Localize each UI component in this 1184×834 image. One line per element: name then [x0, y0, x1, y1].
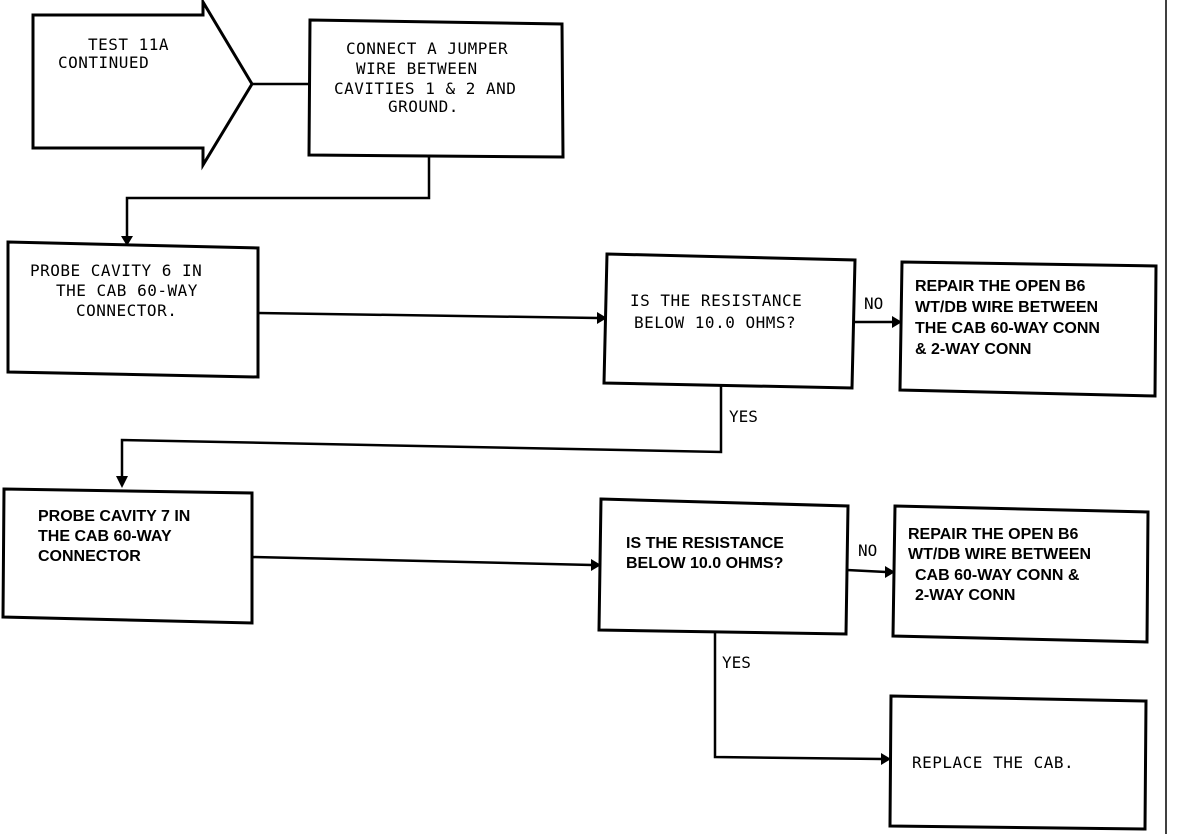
- decision2-box: [597, 497, 850, 636]
- replace-line-1: REPLACE THE CAB.: [912, 753, 1074, 772]
- decision2-no-label: NO: [858, 541, 877, 560]
- repair2-box: [891, 504, 1150, 644]
- step3-text: PROBE CAVITY 7 IN THE CAB 60-WAY CONNECT…: [38, 508, 195, 565]
- decision1-box: [602, 252, 857, 390]
- repair1-box: [898, 260, 1158, 398]
- connector-step3-decision2: [251, 555, 593, 567]
- step1-line-1: CONNECT A JUMPER: [346, 39, 508, 58]
- arrowhead-repair2: [885, 566, 895, 578]
- arrowhead-step2: [121, 236, 133, 246]
- decision1-line-2: BELOW 10.0 OHMS?: [634, 313, 796, 332]
- step2-line-3: CONNECTOR.: [76, 301, 177, 320]
- connector-decision1-step3: [120, 386, 723, 482]
- decision1-no-label: NO: [864, 294, 883, 313]
- step3-box: [1, 487, 254, 625]
- step1-line-3: CAVITIES 1 & 2 AND: [334, 79, 516, 98]
- connector-decision2-replace: [713, 632, 883, 761]
- repair1-line-4: & 2-WAY CONN: [915, 341, 1031, 358]
- step3-line-1: PROBE CAVITY 7 IN: [38, 508, 190, 525]
- arrowhead-decision1: [597, 312, 607, 324]
- repair2-line-3: CAB 60-WAY CONN &: [915, 567, 1080, 584]
- step1-line-2: WIRE BETWEEN: [356, 59, 478, 78]
- step1-text: CONNECT A JUMPER WIRE BETWEEN CAVITIES 1…: [334, 39, 527, 116]
- decision2-yes-label: YES: [722, 653, 751, 672]
- connector-decision2-repair2: [846, 568, 887, 574]
- decision1-line-1: IS THE RESISTANCE: [630, 291, 802, 310]
- step2-box: [6, 240, 260, 379]
- decision2-line-2: BELOW 10.0 OHMS?: [626, 555, 783, 572]
- start-line-1: TEST 11A: [88, 35, 169, 54]
- repair2-line-4: 2-WAY CONN: [915, 587, 1015, 604]
- repair2-line-1: REPAIR THE OPEN B6: [908, 526, 1079, 543]
- start-text: TEST 11A CONTINUED: [58, 35, 179, 72]
- decision2-text: IS THE RESISTANCE BELOW 10.0 OHMS?: [626, 535, 788, 572]
- step3-line-3: CONNECTOR: [38, 548, 141, 565]
- step2-text: PROBE CAVITY 6 IN THE CAB 60-WAY CONNECT…: [30, 261, 212, 320]
- repair1-line-2: WT/DB WIRE BETWEEN: [915, 299, 1098, 316]
- connector-step2-decision1: [257, 311, 599, 320]
- repair1-text: REPAIR THE OPEN B6 WT/DB WIRE BETWEEN TH…: [915, 278, 1104, 358]
- step2-line-2: THE CAB 60-WAY: [56, 281, 198, 300]
- step2-line-1: PROBE CAVITY 6 IN: [30, 261, 202, 280]
- repair1-line-3: THE CAB 60-WAY CONN: [915, 320, 1100, 337]
- repair2-text: REPAIR THE OPEN B6 WT/DB WIRE BETWEEN CA…: [908, 526, 1096, 604]
- arrowhead-repair1: [892, 316, 902, 328]
- replace-text: REPLACE THE CAB.: [912, 753, 1074, 772]
- replace-box: [888, 694, 1148, 831]
- repair2-line-2: WT/DB WIRE BETWEEN: [908, 546, 1091, 563]
- decision1-text: IS THE RESISTANCE BELOW 10.0 OHMS?: [630, 291, 812, 332]
- arrowhead-replace: [881, 753, 891, 765]
- step1-box: [307, 18, 565, 159]
- step1-line-4: GROUND.: [388, 97, 459, 116]
- arrowhead-step3: [116, 476, 128, 488]
- decision1-yes-label: YES: [729, 407, 758, 426]
- start-arrow: [31, 0, 254, 171]
- arrowhead-decision2: [591, 559, 601, 571]
- repair1-line-1: REPAIR THE OPEN B6: [915, 278, 1086, 295]
- step3-line-2: THE CAB 60-WAY: [38, 528, 172, 545]
- decision2-line-1: IS THE RESISTANCE: [626, 535, 784, 552]
- connector-step1-step2: [125, 156, 431, 242]
- start-line-2: CONTINUED: [58, 53, 149, 72]
